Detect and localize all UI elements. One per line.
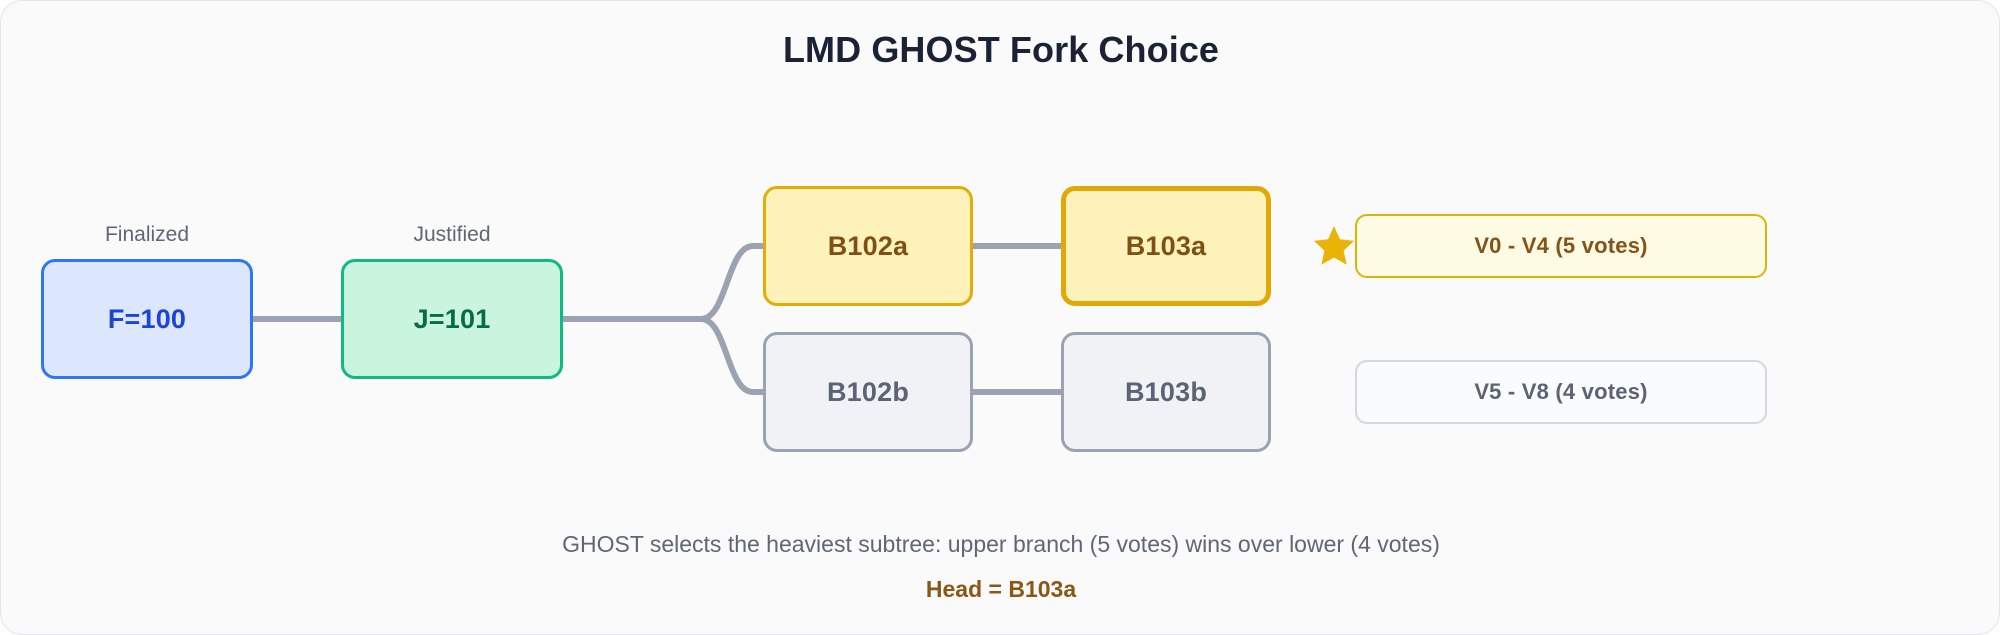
node-b102a-label: B102a	[827, 230, 909, 261]
node-b102b-label: B102b	[826, 376, 910, 407]
edge-branch-lower	[698, 316, 766, 395]
head-result-label: Head = B103a	[925, 576, 1077, 602]
node-b103b[interactable]: B103b	[1061, 332, 1271, 452]
edge-branch-upper	[698, 243, 766, 322]
vote-badge-upper[interactable]: V0 - V4 (5 votes)	[1355, 214, 1767, 278]
node-finalized[interactable]: F=100	[41, 259, 253, 379]
node-b102a[interactable]: B102a	[763, 186, 973, 306]
node-b103b-label: B103b	[1124, 376, 1208, 407]
vote-badge-lower-label: V5 - V8 (4 votes)	[1474, 379, 1648, 404]
node-justified-label: J=101	[413, 303, 491, 334]
vote-badge-upper-label: V0 - V4 (5 votes)	[1474, 233, 1648, 258]
node-b103a[interactable]: B103a	[1061, 186, 1271, 306]
node-caption-finalized: Finalized	[104, 223, 190, 246]
node-justified[interactable]: J=101	[341, 259, 563, 379]
page-title: LMD GHOST Fork Choice	[782, 29, 1220, 70]
node-caption-justified: Justified	[413, 223, 491, 246]
star-icon	[1313, 226, 1355, 265]
vote-badge-lower[interactable]: V5 - V8 (4 votes)	[1355, 360, 1767, 424]
node-b103a-label: B103a	[1125, 230, 1207, 261]
node-b102b[interactable]: B102b	[763, 332, 973, 452]
node-finalized-label: F=100	[107, 303, 187, 334]
explanation-caption: GHOST selects the heaviest subtree: uppe…	[562, 531, 1440, 557]
